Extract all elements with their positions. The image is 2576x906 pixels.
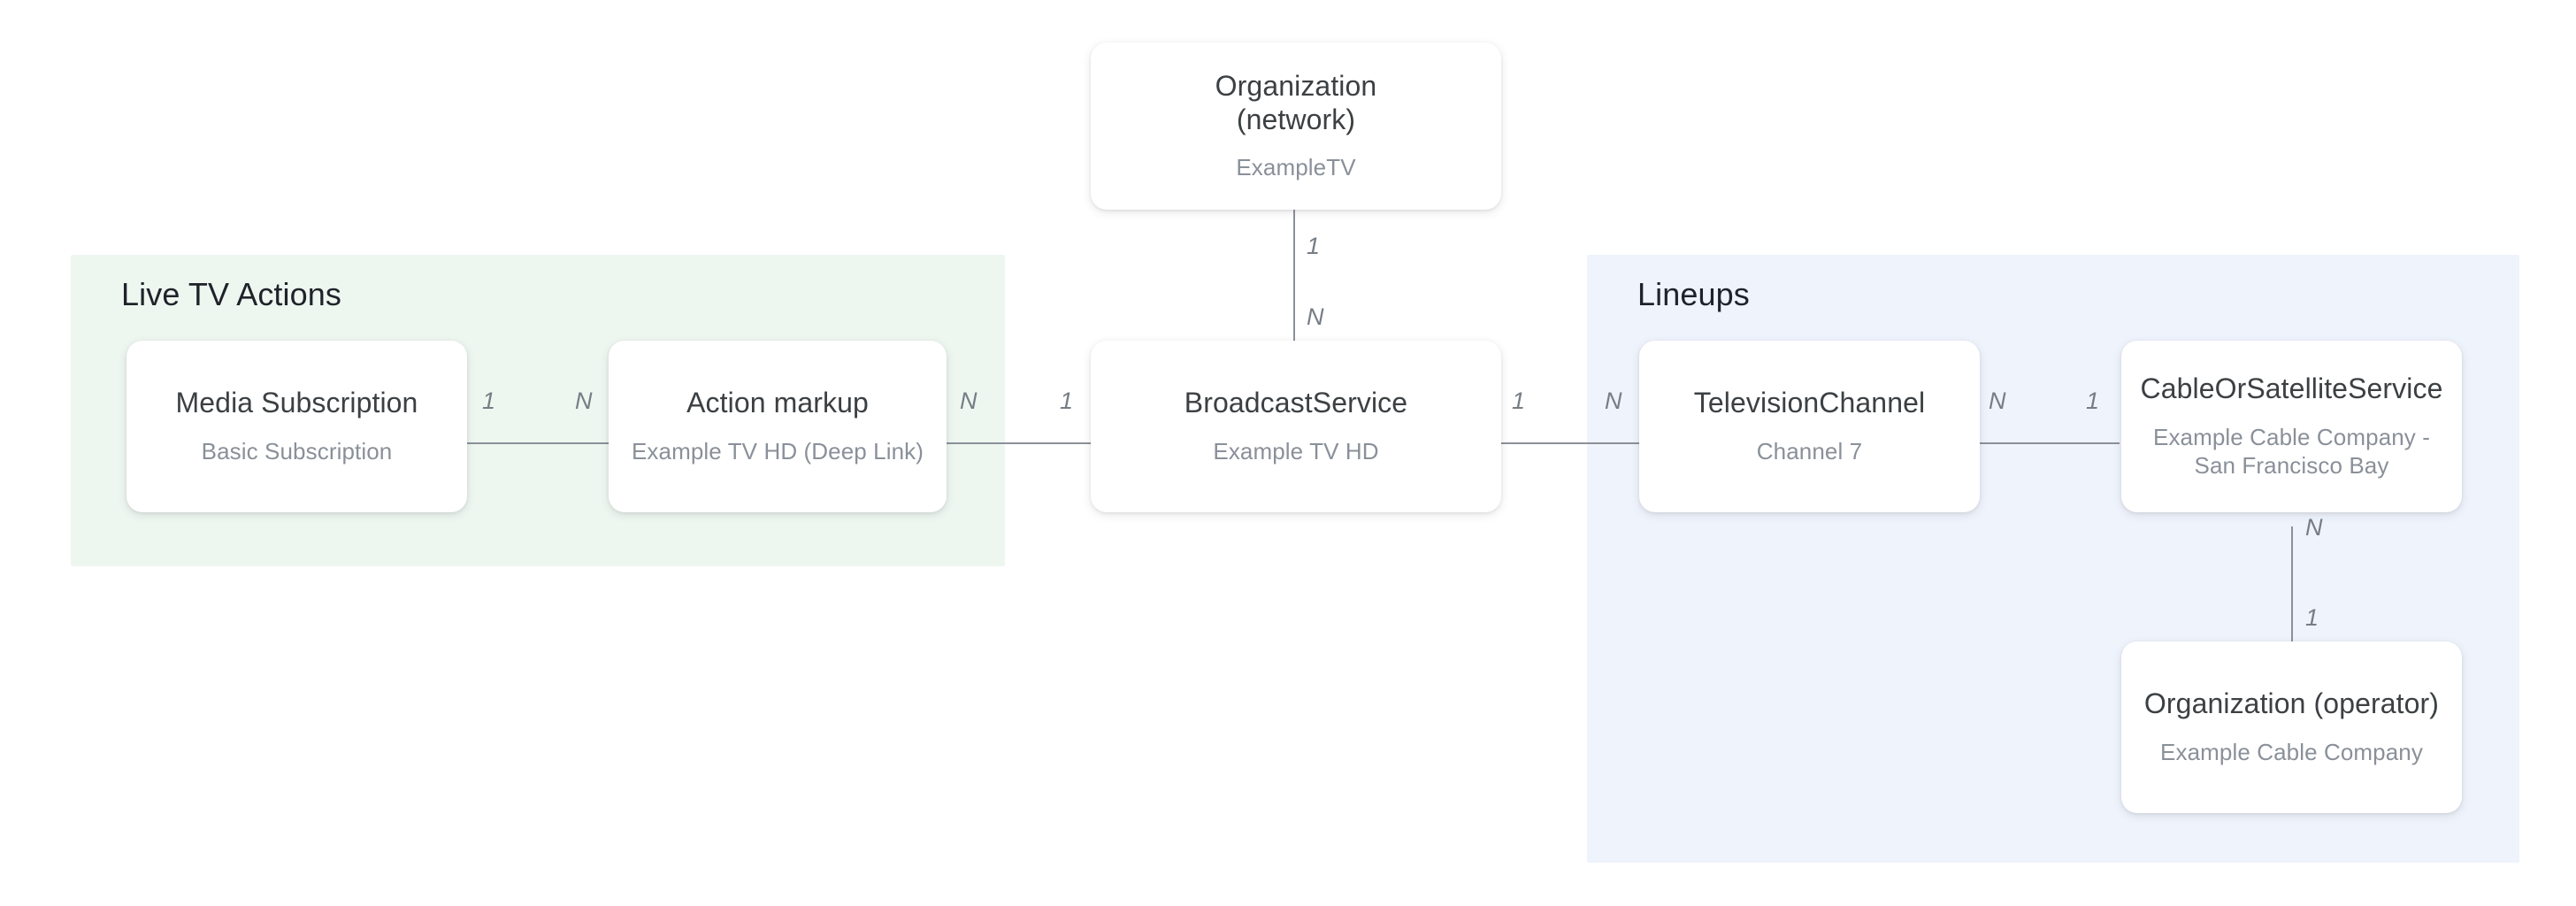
edge-cardinality-broadcast-service-target: N xyxy=(1307,303,1324,330)
node-title-television-channel: TelevisionChannel xyxy=(1693,387,1926,419)
edge-line-action-markup-to-broadcast-service xyxy=(946,442,1093,444)
node-subtitle-media-subscription: Basic Subscription xyxy=(201,438,393,465)
node-organization-network[interactable]: Organization (network) ExampleTV xyxy=(1091,42,1501,210)
node-media-subscription[interactable]: Media Subscription Basic Subscription xyxy=(126,341,467,512)
edge-cardinality-broadcast-service-left-target: 1 xyxy=(1060,388,1074,414)
node-subtitle-television-channel: Channel 7 xyxy=(1756,438,1863,465)
node-organization-operator[interactable]: Organization (operator) Example Cable Co… xyxy=(2121,641,2462,813)
node-cable-or-satellite-service[interactable]: CableOrSatelliteService Example Cable Co… xyxy=(2121,341,2462,512)
node-broadcast-service[interactable]: BroadcastService Example TV HD xyxy=(1091,341,1501,512)
node-subtitle-broadcast-service: Example TV HD xyxy=(1213,438,1379,465)
edge-cardinality-television-channel-right-source: N xyxy=(1989,388,2006,414)
edge-line-media-subscription-to-action-markup xyxy=(466,442,610,444)
group-title-live-tv-actions: Live TV Actions xyxy=(121,276,341,312)
node-title-organization-operator: Organization (operator) xyxy=(2143,687,2440,720)
node-title-action-markup: Action markup xyxy=(686,387,869,419)
edge-line-cable-or-satellite-service-to-org-operator xyxy=(2291,526,2293,641)
edge-line-television-channel-to-cable-or-satellite-service xyxy=(1973,442,2120,444)
edge-line-org-network-to-broadcast-service xyxy=(1293,210,1295,341)
edge-cardinality-action-markup-target: N xyxy=(575,388,593,414)
node-action-markup[interactable]: Action markup Example TV HD (Deep Link) xyxy=(609,341,947,512)
edge-cardinality-television-channel-left-target: N xyxy=(1605,388,1622,414)
edge-cardinality-media-subscription-source: 1 xyxy=(482,388,496,414)
node-title-organization-network: Organization (network) xyxy=(1215,70,1377,137)
node-subtitle-organization-network: ExampleTV xyxy=(1236,154,1356,181)
edge-cardinality-cable-or-satellite-service-bottom-source: N xyxy=(2305,514,2323,541)
node-title-line-1: Organization xyxy=(1215,69,1377,102)
edge-line-broadcast-service-to-television-channel xyxy=(1495,442,1639,444)
edge-cardinality-cable-or-satellite-service-left-target: 1 xyxy=(2086,388,2100,414)
node-subtitle-cable-or-satellite-service: Example Cable Company - San Francisco Ba… xyxy=(2153,424,2430,479)
node-title-media-subscription: Media Subscription xyxy=(175,387,418,419)
node-television-channel[interactable]: TelevisionChannel Channel 7 xyxy=(1639,341,1980,512)
edge-cardinality-org-operator-target: 1 xyxy=(2305,604,2319,631)
edge-cardinality-org-network-source: 1 xyxy=(1307,233,1321,259)
node-subtitle-organization-operator: Example Cable Company xyxy=(2160,739,2423,766)
edge-cardinality-action-markup-source: N xyxy=(960,388,978,414)
edge-cardinality-broadcast-service-right-source: 1 xyxy=(1512,388,1526,414)
node-title-line-2: (network) xyxy=(1236,103,1356,135)
node-title-cable-or-satellite-service: CableOrSatelliteService xyxy=(2140,372,2443,405)
node-title-broadcast-service: BroadcastService xyxy=(1184,387,1408,419)
node-subtitle-action-markup: Example TV HD (Deep Link) xyxy=(631,438,924,465)
group-title-lineups: Lineups xyxy=(1637,276,1750,312)
